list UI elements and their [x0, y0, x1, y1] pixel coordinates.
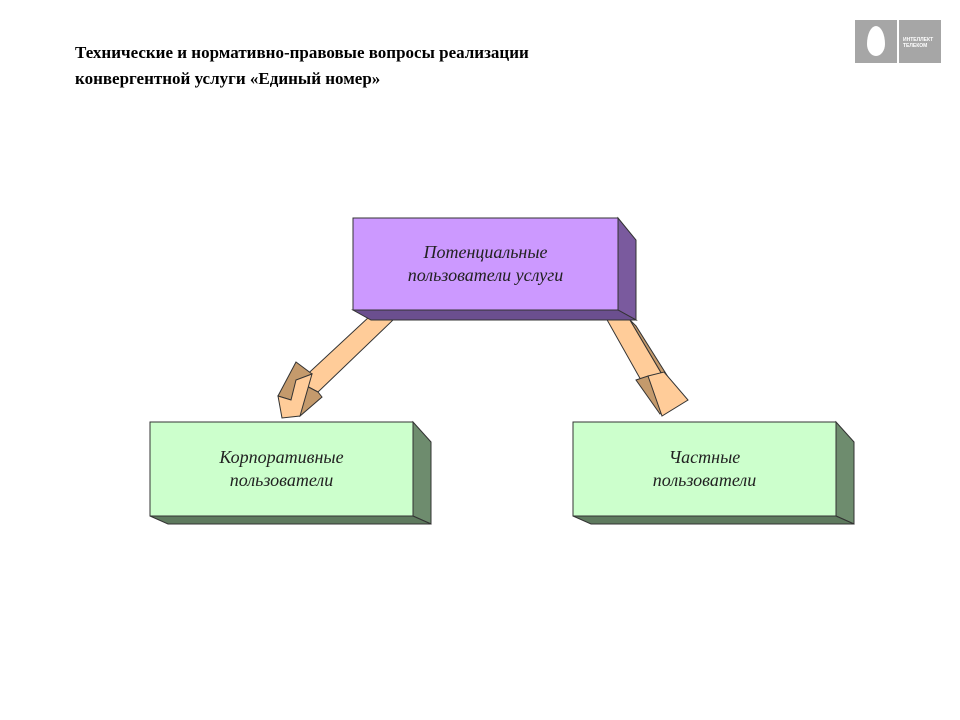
- logo-text-line-1: ИНТЕЛЛЕКТ: [903, 37, 934, 43]
- box-private-users: [572, 420, 855, 525]
- logo-text-line-2: ТЕЛЕКОМ: [903, 43, 928, 49]
- private-users-line-1: Частные: [668, 447, 741, 467]
- arrow-to-corporate: [277, 315, 395, 419]
- slide-title-line-2: конвергентной услуги «Единый номер»: [75, 69, 381, 88]
- corporate-users-line-2: пользователи: [229, 470, 334, 490]
- slide-title-line-1: Технические и нормативно-правовые вопрос…: [75, 43, 529, 62]
- egg-logo-icon: [855, 20, 897, 63]
- box-potential-users: [351, 216, 638, 321]
- corporate-users-label: Корпоративные пользователи: [150, 422, 413, 516]
- company-logo: ИНТЕЛЛЕКТ ТЕЛЕКОМ: [855, 20, 941, 63]
- corporate-users-line-1: Корпоративные: [219, 447, 344, 467]
- potential-users-line-1: Потенциальные: [423, 242, 548, 262]
- potential-users-line-2: пользователи услуги: [407, 265, 564, 285]
- private-users-label: Частные пользователи: [573, 422, 836, 516]
- slide-title: Технические и нормативно-правовые вопрос…: [75, 40, 529, 92]
- box-corporate-users: [149, 420, 432, 525]
- potential-users-label: Потенциальные пользователи услуги: [353, 218, 618, 310]
- private-users-line-2: пользователи: [652, 470, 757, 490]
- logo-text: ИНТЕЛЛЕКТ ТЕЛЕКОМ: [899, 20, 941, 63]
- arrow-to-private: [605, 317, 689, 417]
